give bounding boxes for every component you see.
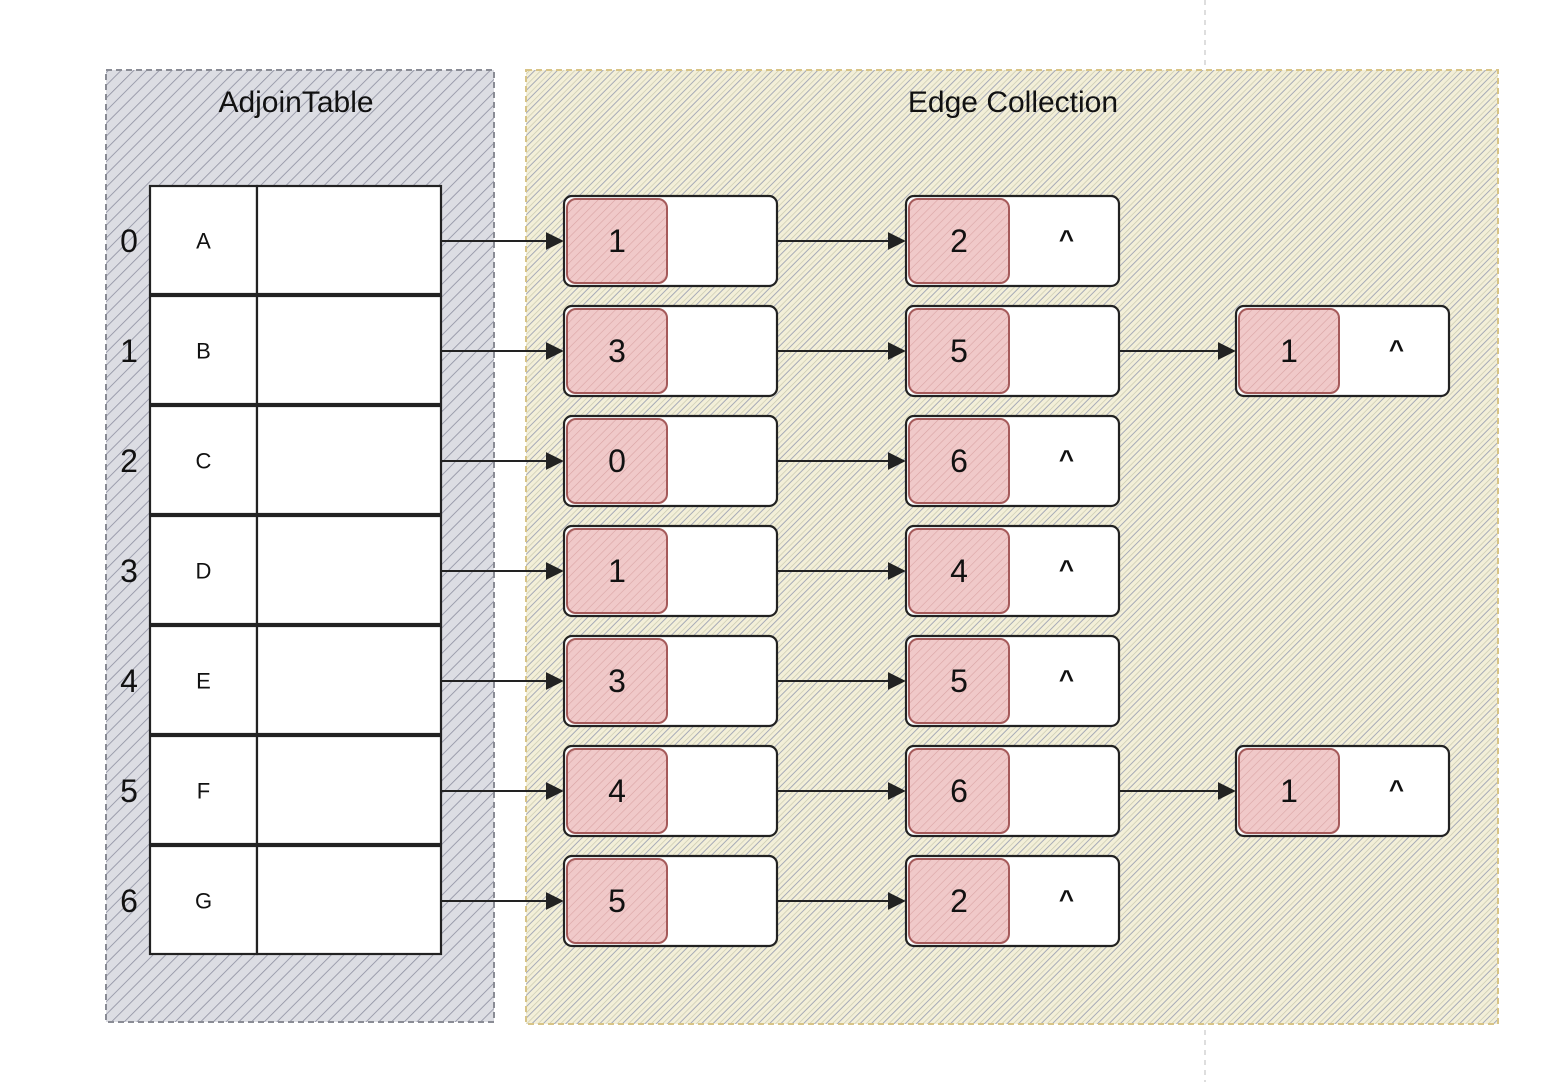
edge-node: 1^ — [1234, 304, 1451, 398]
first-edge-pointer-cell — [255, 514, 443, 626]
adjvex-cell — [566, 528, 668, 614]
null-pointer-marker: ^ — [1059, 224, 1074, 254]
edge-node: 1^ — [1234, 744, 1451, 838]
vertex-name: E — [196, 669, 211, 694]
adjvex-cell — [908, 308, 1010, 394]
edge-node: 0 — [562, 414, 906, 508]
vertex-index-label: 1 — [120, 333, 138, 369]
edge-node: 1 — [562, 524, 906, 618]
adjvex-cell — [566, 198, 668, 284]
adjvex-cell — [566, 308, 668, 394]
adjoin-table-title: AdjoinTable — [218, 86, 373, 119]
vertex-name: G — [195, 889, 212, 914]
adjvex-value: 4 — [950, 553, 968, 589]
adjvex-cell — [908, 858, 1010, 944]
null-pointer-marker: ^ — [1059, 884, 1074, 914]
edge-node: 4 — [562, 744, 906, 838]
vertex-index-label: 2 — [120, 443, 138, 479]
first-edge-pointer-cell — [255, 734, 443, 846]
vertex-name: F — [197, 779, 210, 804]
first-edge-pointer-cell — [255, 184, 443, 296]
edge-node: 3 — [562, 304, 906, 398]
vertex-index-label: 5 — [120, 773, 138, 809]
first-edge-pointer-cell — [255, 404, 443, 516]
adjvex-cell — [566, 638, 668, 724]
adjvex-value: 3 — [608, 333, 626, 369]
adjvex-value: 2 — [950, 883, 968, 919]
adjvex-cell — [1238, 308, 1340, 394]
edge-node: 1 — [562, 194, 906, 288]
first-edge-pointer-cell — [255, 624, 443, 736]
edge-node: 6^ — [904, 414, 1121, 508]
vertex-cell — [148, 184, 259, 296]
vertex-index-label: 3 — [120, 553, 138, 589]
null-pointer-marker: ^ — [1389, 774, 1404, 804]
vertex-cell — [148, 294, 259, 406]
vertex-cell — [148, 404, 259, 516]
adjvex-cell — [1238, 748, 1340, 834]
edge-node: 6 — [904, 744, 1236, 838]
edge-node: 5 — [904, 304, 1236, 398]
null-pointer-marker: ^ — [1059, 554, 1074, 584]
edge-node: 2^ — [904, 854, 1121, 948]
edge-collection-title: Edge Collection — [908, 86, 1118, 119]
edge-node: 3 — [562, 634, 906, 728]
adjvex-value: 4 — [608, 773, 626, 809]
vertex-cell — [148, 734, 259, 846]
edge-node: 5^ — [904, 634, 1121, 728]
vertex-name: A — [196, 229, 211, 254]
adjvex-value: 5 — [608, 883, 626, 919]
adjvex-value: 1 — [608, 223, 626, 259]
adjvex-cell — [908, 528, 1010, 614]
adjvex-cell — [908, 638, 1010, 724]
first-edge-pointer-cell — [255, 294, 443, 406]
vertex-index-label: 4 — [120, 663, 138, 699]
vertex-cell — [148, 514, 259, 626]
vertex-name: D — [196, 559, 212, 584]
first-edge-pointer-cell — [255, 844, 443, 956]
adjvex-value: 1 — [1280, 333, 1298, 369]
adjvex-value: 6 — [950, 773, 968, 809]
vertex-name: C — [196, 449, 212, 474]
edge-node: 4^ — [904, 524, 1121, 618]
vertex-name: B — [196, 339, 211, 364]
adjvex-value: 0 — [608, 443, 626, 479]
adjvex-value: 3 — [608, 663, 626, 699]
adjvex-value: 1 — [1280, 773, 1298, 809]
adjvex-value: 5 — [950, 333, 968, 369]
adjvex-cell — [908, 418, 1010, 504]
adjvex-cell — [566, 418, 668, 504]
adjvex-value: 1 — [608, 553, 626, 589]
null-pointer-marker: ^ — [1059, 444, 1074, 474]
null-pointer-marker: ^ — [1059, 664, 1074, 694]
null-pointer-marker: ^ — [1389, 334, 1404, 364]
edge-node: 2^ — [904, 194, 1121, 288]
adjvex-cell — [908, 198, 1010, 284]
adjvex-cell — [908, 748, 1010, 834]
adjvex-cell — [566, 858, 668, 944]
adjvex-value: 6 — [950, 443, 968, 479]
vertex-index-label: 0 — [120, 223, 138, 259]
adjvex-value: 2 — [950, 223, 968, 259]
vertex-index-label: 6 — [120, 883, 138, 919]
adjvex-value: 5 — [950, 663, 968, 699]
adjvex-cell — [566, 748, 668, 834]
edge-node: 5 — [562, 854, 906, 948]
